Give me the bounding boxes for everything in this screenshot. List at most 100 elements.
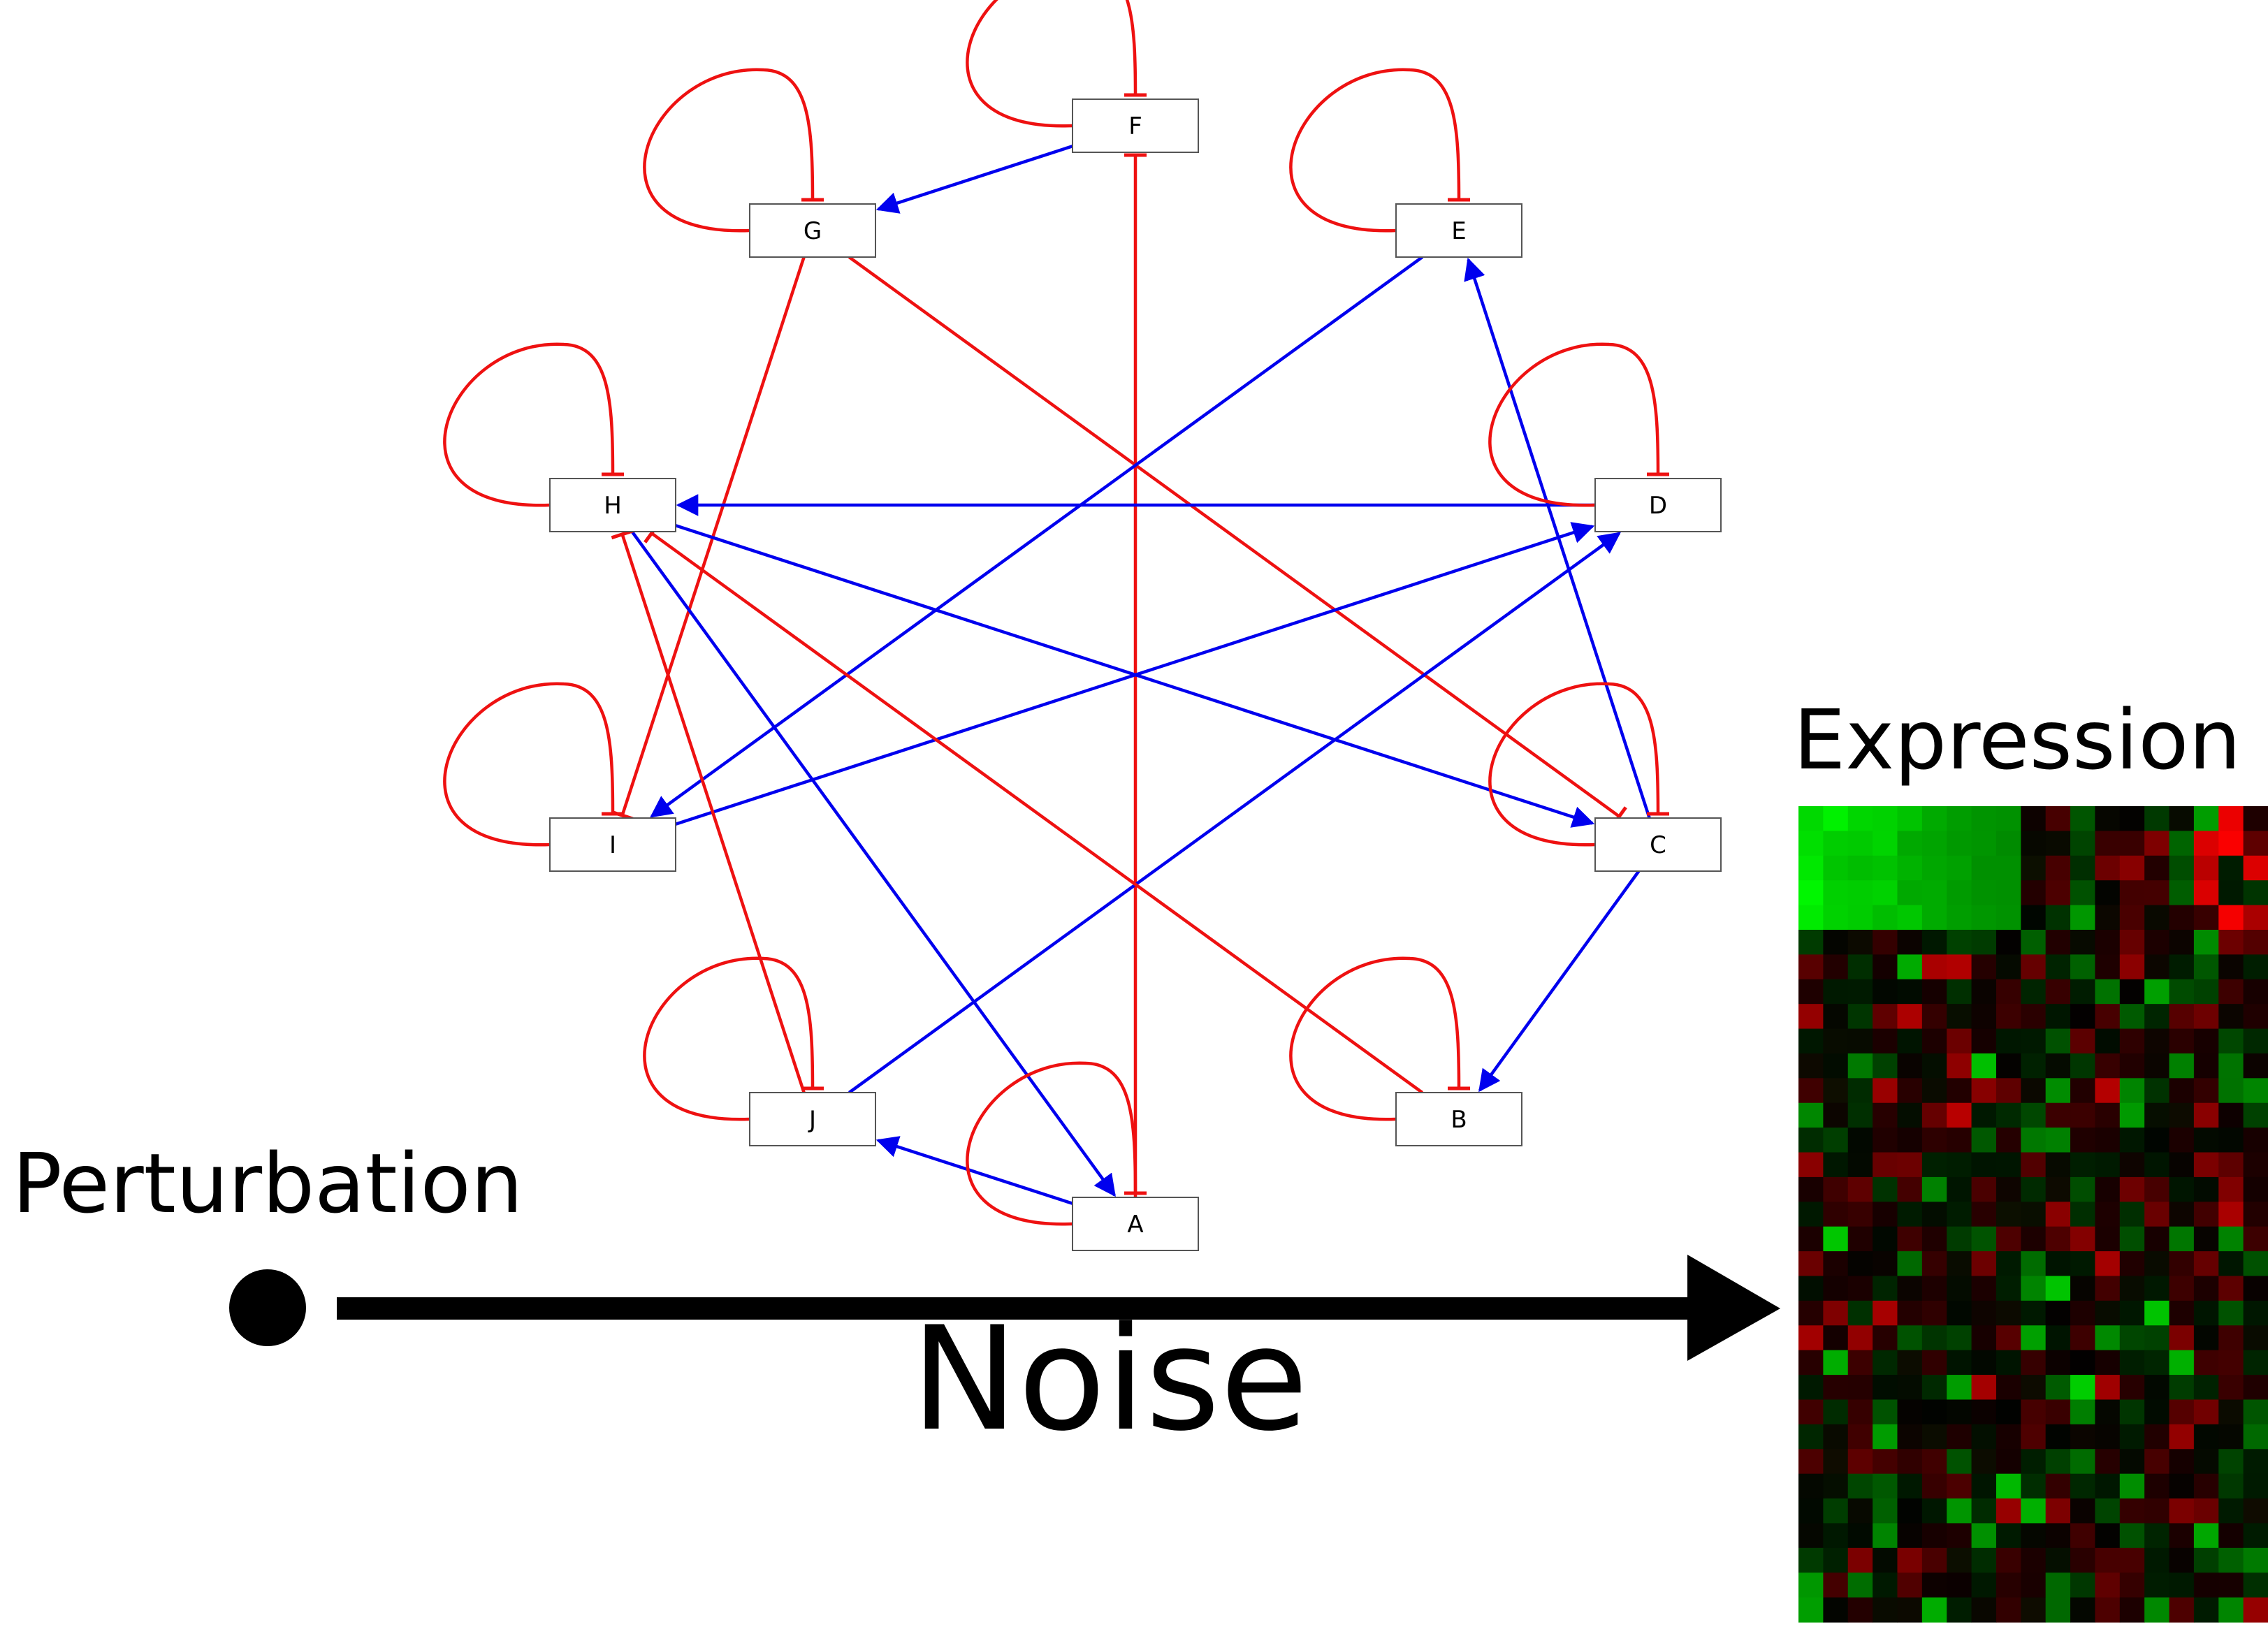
heatmap-cell [2095,1102,2121,1128]
heatmap-cell [2243,1226,2268,1252]
heatmap-cell [1897,1523,1923,1549]
heatmap-cell [1947,1424,1972,1450]
heatmap-cell [2169,1078,2195,1104]
heatmap-cell [2193,1300,2219,1326]
heatmap-cell [2119,1597,2145,1623]
heatmap-cell [1921,1128,1947,1153]
heatmap-cell [1921,1424,1947,1450]
heatmap-cell [2070,1399,2096,1425]
heatmap-cell [1873,1573,1898,1598]
heatmap-cell [1921,1473,1947,1499]
heatmap-cell [2021,1424,2047,1450]
heatmap-cell [2218,1078,2244,1104]
heatmap-cell [2045,1053,2071,1079]
heatmap-cell [1847,1028,1873,1054]
node-F: F [1072,99,1199,153]
heatmap-cell [2045,1176,2071,1202]
heatmap-cell [2169,880,2195,906]
heatmap-cell [2119,1176,2145,1202]
node-A: A [1072,1197,1199,1251]
heatmap-cell [2070,1498,2096,1524]
heatmap-cell [1873,1399,1898,1425]
heatmap-cell [2119,1300,2145,1326]
heatmap-cell [1996,1128,2021,1153]
heatmap-cell [2193,1473,2219,1499]
heatmap-cell [2144,855,2170,881]
heatmap-cell [1947,1473,1972,1499]
heatmap-cell [1873,806,1898,831]
heatmap-cell [2144,1078,2170,1104]
heatmap-cell [2021,1473,2047,1499]
edge-I-to-D [675,522,1595,826]
heatmap-cell [1897,1350,1923,1376]
heatmap-cell [1921,1449,1947,1475]
node-label-D: D [1649,492,1667,520]
heatmap-cell [1798,979,1824,1005]
heatmap-cell [2095,1004,2121,1030]
heatmap-cell [2169,855,2195,881]
heatmap-cell [2070,1004,2096,1030]
heatmap-cell [1971,954,1997,980]
heatmap-cell [2021,1350,2047,1376]
heatmap-cell [1921,1547,1947,1573]
heatmap-cell [2218,1399,2244,1425]
heatmap-cell [1971,1300,1997,1326]
heatmap-cell [2218,1276,2244,1301]
heatmap-cell [2144,929,2170,955]
heatmap-cell [1823,1276,1849,1301]
heatmap-cell [1947,1226,1972,1252]
heatmap-cell [2169,1276,2195,1301]
heatmap-cell [2218,1424,2244,1450]
heatmap-cell [2169,1547,2195,1573]
heatmap-cell [2218,1350,2244,1376]
heatmap-cell [1971,1251,1997,1277]
heatmap-cell [2070,1547,2096,1573]
heatmap-cell [2169,1176,2195,1202]
heatmap-cell [1798,1399,1824,1425]
heatmap-cell [1996,1350,2021,1376]
heatmap-cell [2045,954,2071,980]
heatmap-cell [1897,1573,1923,1598]
heatmap-cell [1971,831,1997,856]
heatmap-cell [2144,1004,2170,1030]
heatmap-cell [1847,855,1873,881]
heatmap-cell [1873,1276,1898,1301]
heatmap-cell [2144,1102,2170,1128]
heatmap-cell [1971,880,1997,906]
heatmap-cell [1873,954,1898,980]
node-box-B [1395,1092,1522,1146]
heatmap-cell [1823,1176,1849,1202]
heatmap-cell [2144,1399,2170,1425]
heatmap-cell [1847,1226,1873,1252]
heatmap-cell [1996,1523,2021,1549]
heatmap-cell [1947,831,1972,856]
heatmap-cell [1897,1078,1923,1104]
heatmap-cell [1971,1573,1997,1598]
heatmap-cell [1947,1300,1972,1326]
heatmap-cell [1897,1449,1923,1475]
heatmap-cell [2119,1004,2145,1030]
heatmap-cell [2095,1152,2121,1178]
heatmap-cell [1971,1424,1997,1450]
heatmap-cell [2119,806,2145,831]
heatmap-cell [1798,929,1824,955]
heatmap-cell [2095,1325,2121,1351]
heatmap-cell [1847,1004,1873,1030]
heatmap-cell [1798,855,1824,881]
heatmap-cell [2193,880,2219,906]
heatmap-cell [2218,1202,2244,1227]
heatmap-cell [1971,1102,1997,1128]
heatmap-cell [1897,1053,1923,1079]
heatmap-cell [2243,855,2268,881]
heatmap-cell [1873,880,1898,906]
heatmap-cell [1971,1498,1997,1524]
heatmap-cell [2243,1251,2268,1277]
heatmap-cell [1847,806,1873,831]
heatmap-cell [1996,1375,2021,1401]
heatmap-cell [1947,905,1972,931]
heatmap-cell [2095,1176,2121,1202]
heatmap-cell [2243,880,2268,906]
heatmap-cell [2045,880,2071,906]
heatmap-cell [1921,1004,1947,1030]
heatmap-cell [2095,1128,2121,1153]
